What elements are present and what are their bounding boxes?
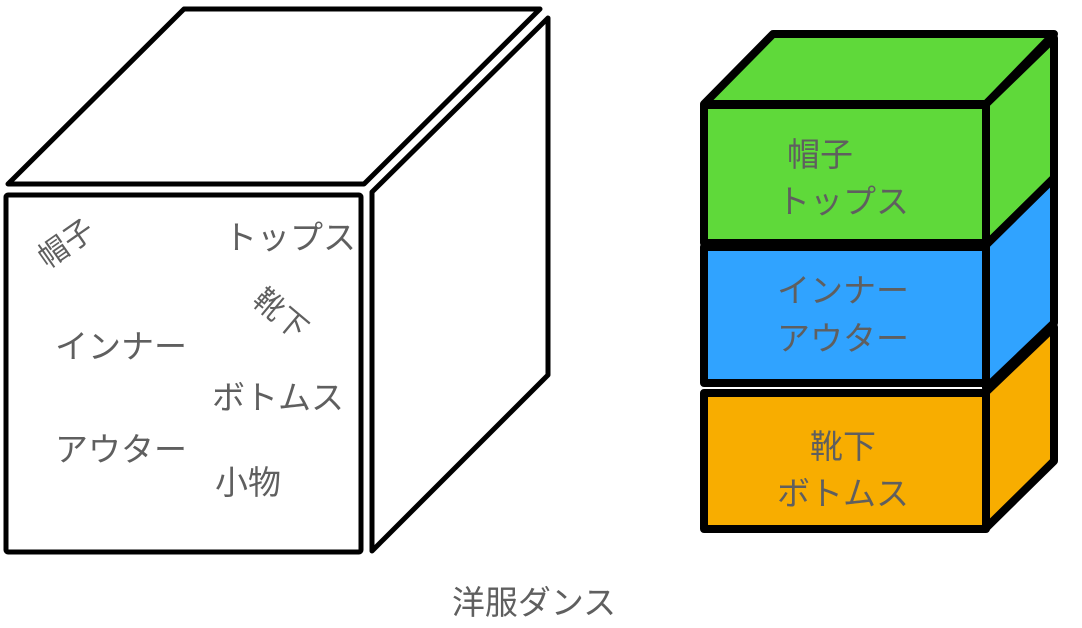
- drawer-bottom-line2: ボトムス: [777, 474, 909, 513]
- messy-box-front-face: [3, 192, 364, 555]
- item-inner: インナー: [55, 327, 187, 366]
- messy-box: 帽子 トップス 靴下 インナー ボトムス アウター 小物: [3, 6, 551, 555]
- drawer-middle-line1: インナー: [777, 271, 909, 310]
- drawer-top: 帽子 トップス: [700, 101, 990, 247]
- item-tops: トップス: [224, 218, 356, 257]
- caption: 洋服ダンス: [452, 583, 616, 622]
- drawer-top-line2: トップス: [777, 182, 909, 221]
- drawer-bottom: 靴下 ボトムス: [700, 389, 990, 533]
- drawer-middle-front: [700, 243, 990, 387]
- drawer-middle: インナー アウター: [700, 243, 990, 387]
- drawer-stack: 帽子 トップス インナー アウター 靴下 ボトムス: [700, 30, 1058, 533]
- drawer-bottom-front: [700, 389, 990, 533]
- messy-box-top-face: [5, 6, 543, 187]
- drawer-top-front: [700, 101, 990, 247]
- item-outer: アウター: [55, 430, 187, 469]
- messy-box-side-face: [369, 15, 551, 554]
- drawer-bottom-line1: 靴下: [810, 427, 876, 466]
- item-bottoms: ボトムス: [212, 378, 344, 417]
- item-accessories: 小物: [215, 463, 281, 502]
- drawer-middle-line2: アウター: [777, 319, 909, 358]
- drawer-top-line1: 帽子: [787, 135, 853, 174]
